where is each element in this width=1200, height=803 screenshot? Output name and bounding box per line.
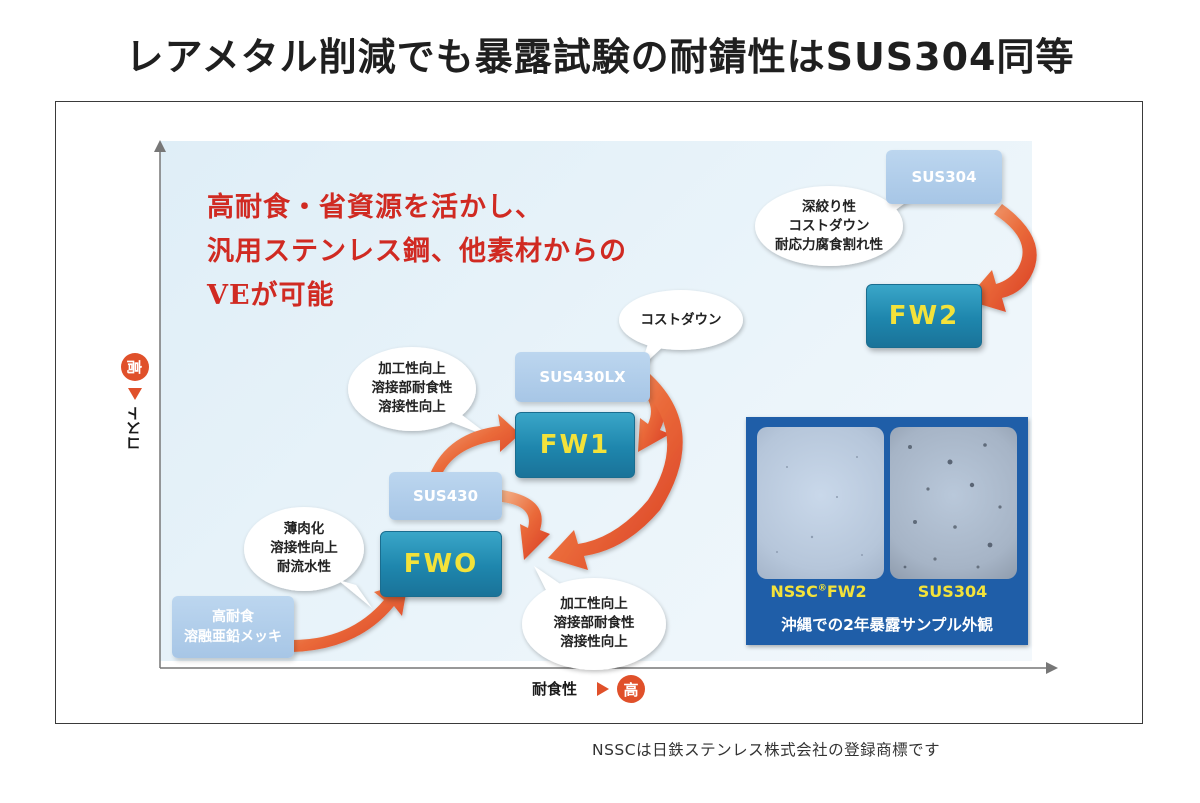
galvanized-line-2: 溶融亜鉛メッキ: [184, 629, 282, 645]
x-axis-high-marker: 高: [617, 675, 645, 703]
y-axis-high-marker: 高: [121, 353, 149, 381]
box-sus430lx: SUS430LX: [515, 352, 650, 402]
sample-photo-sus304-texture: [903, 443, 1002, 569]
bubble-lx-cost: [619, 290, 743, 350]
sample-photo-fw2-texture: [776, 456, 863, 556]
bubble-line: 溶接性向上: [270, 540, 338, 556]
tagline-line-3: VEが可能: [207, 280, 335, 311]
y-axis-high-text: 高: [125, 359, 144, 375]
sample-photo-fw2: [757, 427, 884, 579]
tagline: 高耐食・省資源を活かし、 汎用ステンレス鋼、他素材からの VEが可能: [207, 186, 627, 318]
bubble-line: コストダウン: [788, 218, 870, 234]
speech-bubbles: [244, 186, 912, 670]
x-axis-high-text: 高: [623, 680, 639, 699]
bubble-line: 溶接性向上: [560, 634, 628, 650]
y-axis-label: コスト: [125, 406, 146, 451]
x-axis-direction-icon: [597, 682, 609, 696]
galvanized-line-1: 高耐食: [212, 609, 254, 625]
bubble-sus304-to-fw2: [755, 186, 903, 266]
box-fw2: FW2: [866, 284, 982, 348]
box-sus304: SUS304: [886, 150, 1002, 204]
exposure-photo-panel: NSSC®FW2 SUS304 沖縄での2年暴露サンプル外観: [746, 417, 1028, 645]
bubble-line: 薄肉化: [283, 521, 325, 537]
x-axis-arrowhead: [1046, 662, 1058, 674]
page-title: レアメタル削減でも暴露試験の耐錆性はSUS304同等: [125, 35, 1075, 79]
y-axis-direction-icon: [128, 388, 142, 400]
bubble-sus430-to-fw1: [348, 347, 476, 431]
registered-mark: ®: [817, 583, 827, 594]
sample-label-sus304: SUS304: [917, 582, 988, 601]
figure-frame: [55, 101, 1143, 724]
tagline-line-2: 汎用ステンレス鋼、他素材からの: [207, 236, 627, 267]
bubble-line: 耐応力腐食割れ性: [775, 237, 883, 253]
arrow-sus304-to-fw2: [966, 204, 1037, 312]
bubble-line: 溶接性向上: [378, 399, 446, 415]
transition-arrows: [292, 204, 1037, 652]
bubble-line: 溶接部耐食性: [371, 380, 453, 396]
bubble-lx-to-fw0-tail: [534, 566, 566, 594]
sample-label-fw2: NSSC®FW2: [752, 582, 885, 601]
arrow-sus430-to-fw0: [502, 490, 550, 560]
y-axis-arrowhead: [154, 140, 166, 152]
bubble-lx-to-fw0-text: 加工性向上 溶接部耐食性 溶接性向上: [534, 595, 654, 652]
bubble-line: 耐流水性: [277, 559, 331, 575]
x-axis-label: 耐食性: [532, 680, 578, 698]
bubble-galvanized-to-fw0-text: 薄肉化 溶接性向上 耐流水性: [254, 520, 354, 577]
bubble-galvanized-to-fw0-tail: [338, 580, 372, 608]
bubble-line: 溶接部耐食性: [553, 615, 635, 631]
bubble-lx-cost-text: コストダウン: [640, 312, 722, 328]
box-fw1: FW1: [515, 412, 635, 478]
exposure-caption: 沖縄での2年暴露サンプル外観: [781, 616, 993, 634]
bubble-line: 深絞り性: [802, 199, 856, 215]
bubble-line: 加工性向上: [560, 596, 628, 612]
arrow-lx-to-fw0: [548, 374, 683, 570]
bubble-sus430-to-fw1-text: 加工性向上 溶接部耐食性 溶接性向上: [357, 360, 467, 417]
trademark-footnote: NSSCは日鉄ステンレス株式会社の登録商標です: [592, 741, 941, 759]
box-galvanized: 高耐食 溶融亜鉛メッキ: [172, 596, 294, 658]
bubble-lx-to-fw0: [522, 578, 666, 670]
y-axis-label-text: コスト: [125, 406, 143, 451]
bubble-sus304-to-fw2-text: 深絞り性 コストダウン 耐応力腐食割れ性: [761, 198, 897, 255]
sample-label-brand: NSSC: [770, 582, 818, 601]
sample-photo-sus304: [890, 427, 1017, 579]
bubble-line: 加工性向上: [378, 361, 446, 377]
box-fw0: FWO: [380, 531, 502, 597]
arrow-sus430-to-fw1: [430, 414, 520, 474]
box-sus430: SUS430: [389, 472, 502, 520]
bubble-galvanized-to-fw0: [244, 507, 364, 591]
sample-label-grade: FW2: [826, 582, 867, 601]
tagline-line-1: 高耐食・省資源を活かし、: [207, 192, 543, 223]
